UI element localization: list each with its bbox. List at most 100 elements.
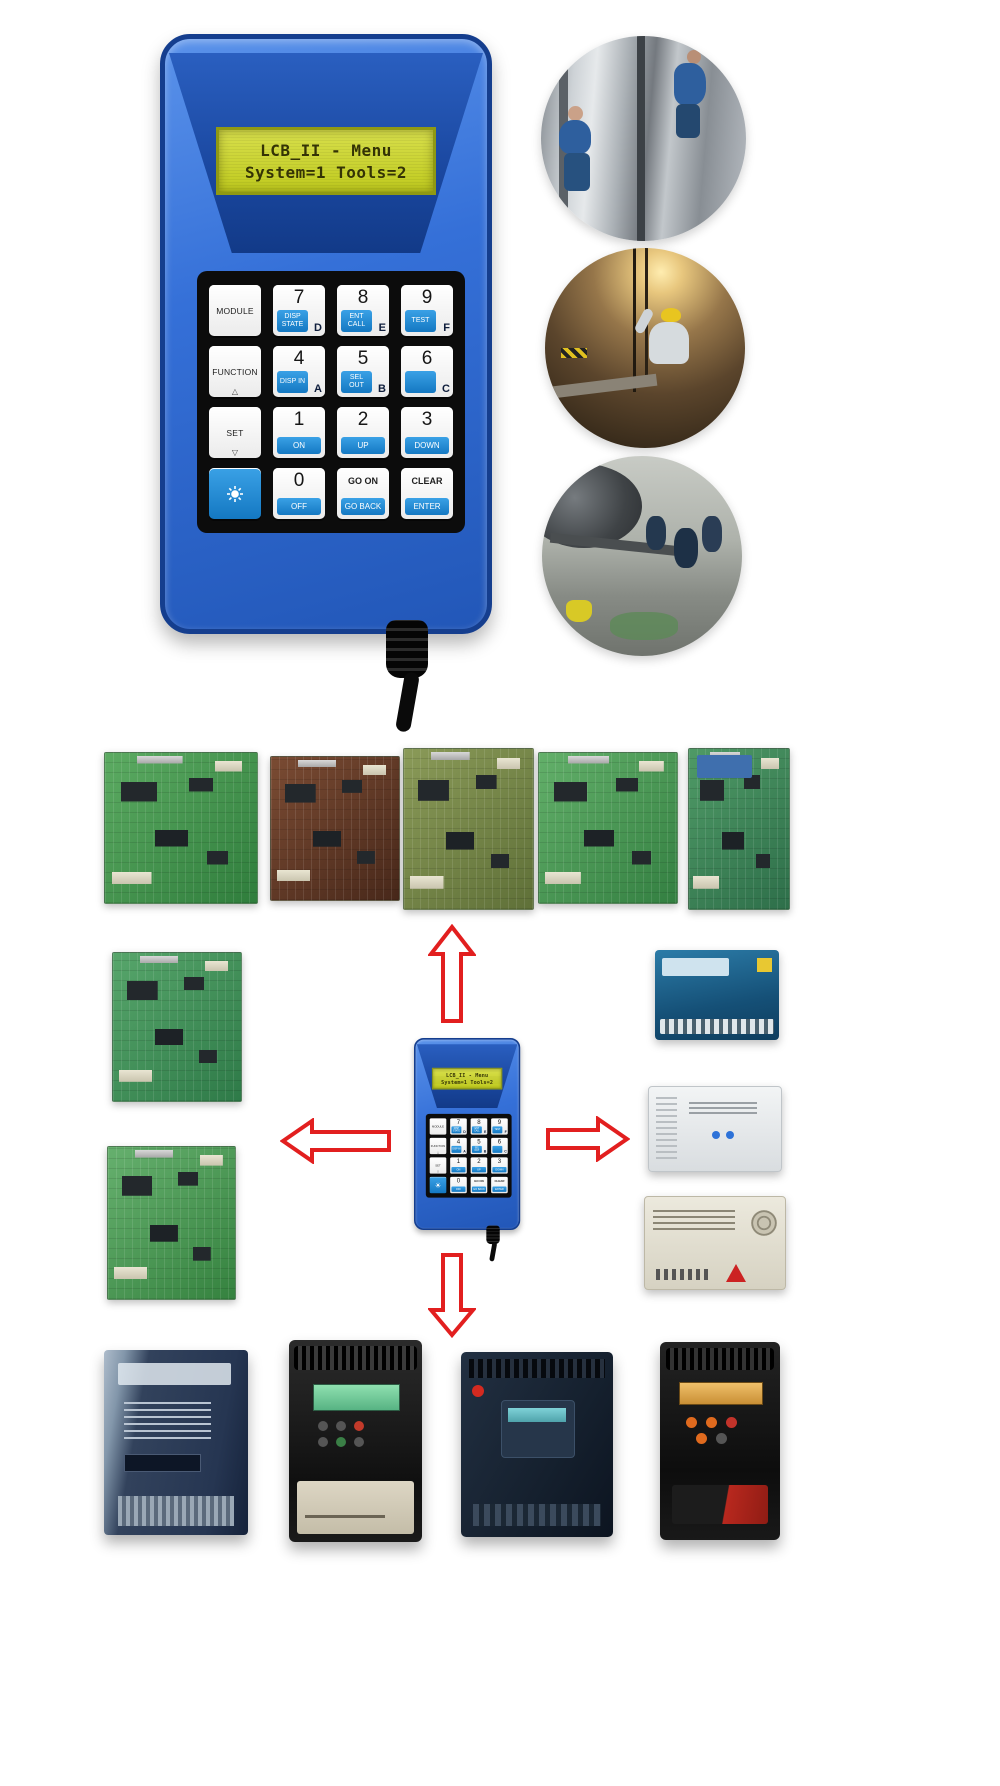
key-3-function-label: DOWN: [492, 1166, 507, 1173]
key-7-function-label: DISP STATE: [451, 1126, 462, 1134]
enter-label: ENTER: [405, 498, 449, 515]
key-3-function-label: DOWN: [405, 437, 449, 454]
pcb-board-3: [403, 748, 534, 910]
module-key-label: MODULE: [431, 1124, 445, 1129]
key-0[interactable]: 0 OFF: [450, 1176, 467, 1194]
worker-shirt: [649, 322, 689, 364]
drive-unit-2: [289, 1340, 422, 1542]
mini-test-tool-device: LCB_II - Menu System=1 Tools=2 MODULE 7 …: [414, 1038, 521, 1262]
worker-left-head: [567, 105, 583, 121]
module-key[interactable]: MODULE: [429, 1118, 447, 1135]
drive-3-red-dot: [471, 1385, 484, 1398]
key-7[interactable]: 7 DISP STATE D: [273, 285, 325, 336]
pcb-board-4: [538, 752, 678, 904]
function-key-arrow: △: [436, 1150, 440, 1154]
key-6[interactable]: 6 C: [401, 346, 453, 397]
key-5-hex-letter: B: [483, 1149, 487, 1154]
ivory-inverter-module: [644, 1196, 786, 1290]
drive-unit-3: [461, 1352, 613, 1537]
key-6-function-label: [405, 371, 436, 393]
drive-3-fins: [468, 1359, 606, 1378]
key-4-hex-letter: A: [314, 383, 322, 395]
key-2-digit: 2: [477, 1158, 481, 1165]
lcd-line2: System=1 Tools=2: [441, 1079, 494, 1086]
module-text-lines: [688, 1098, 758, 1114]
function-key-arrow: △: [231, 387, 239, 396]
main-device-position: LCB_II - Menu System=1 Tools=2 MODULE 7 …: [160, 34, 492, 733]
worker-right-legs: [676, 103, 701, 138]
function-key[interactable]: FUNCTION △: [429, 1137, 447, 1155]
module-key[interactable]: MODULE: [209, 285, 261, 336]
key-2[interactable]: 2 UP: [470, 1157, 488, 1174]
key-8[interactable]: 8 ENT CALL E: [337, 285, 389, 336]
key-9[interactable]: 9 TEST F: [401, 285, 453, 336]
key-4-digit: 4: [293, 348, 305, 369]
key-0-function-label: OFF: [451, 1186, 466, 1192]
arrow-up-icon: [428, 924, 476, 1023]
key-7[interactable]: 7 DISP STATE D: [450, 1118, 467, 1135]
key-2[interactable]: 2 UP: [337, 407, 389, 458]
worker-right-torso: [674, 62, 707, 105]
key-7-digit: 7: [293, 287, 305, 308]
key-9-digit: 9: [421, 287, 433, 308]
key-1[interactable]: 1 ON: [273, 407, 325, 458]
key-5[interactable]: 5 SEL OUT B: [337, 346, 389, 397]
drive-3-terminal-row: [473, 1503, 601, 1526]
keypad: MODULE 7 DISP STATE D 8 ENT CALL E 9 T: [197, 271, 465, 533]
key-8-function-label: ENT CALL: [341, 310, 372, 332]
shift-lamp-key[interactable]: [209, 468, 261, 519]
key-5[interactable]: 5 SEL OUT B: [470, 1137, 488, 1155]
module-key-label: MODULE: [216, 305, 254, 316]
fan-grille: [750, 1209, 777, 1236]
key-3[interactable]: 3 DOWN: [491, 1157, 508, 1174]
lcd-line1: LCB_II - Menu: [260, 140, 392, 160]
clear-key[interactable]: CLEAR ENTER: [401, 468, 453, 519]
diagram-pcb-left-2: [107, 1146, 236, 1300]
key-9[interactable]: 9 TEST F: [491, 1118, 508, 1135]
photo-technician-elevator-shaft: [545, 248, 745, 448]
key-2-digit: 2: [357, 409, 369, 430]
key-3-digit: 3: [497, 1158, 502, 1165]
key-0[interactable]: 0 OFF: [273, 468, 325, 519]
clear-label: CLEAR: [494, 1179, 505, 1183]
key-3[interactable]: 3 DOWN: [401, 407, 453, 458]
key-3-digit: 3: [421, 409, 433, 430]
set-key[interactable]: SET ▽: [429, 1157, 447, 1174]
cable-strain-relief: [386, 620, 428, 678]
set-key[interactable]: SET ▽: [209, 407, 261, 458]
set-key-label: SET: [226, 427, 244, 438]
go-on-key[interactable]: GO ON GO BACK: [470, 1176, 488, 1194]
key-1[interactable]: 1 ON: [450, 1157, 467, 1174]
drive-unit-4: [660, 1342, 780, 1540]
go-back-label: GO BACK: [471, 1186, 486, 1192]
key-6-hex-letter: C: [504, 1149, 507, 1154]
set-key-label: SET: [435, 1163, 441, 1168]
key-4-digit: 4: [456, 1138, 461, 1146]
key-7-digit: 7: [456, 1118, 461, 1126]
key-8-hex-letter: E: [378, 322, 386, 334]
key-0-digit: 0: [456, 1177, 461, 1185]
key-4[interactable]: 4 DISP IN A: [450, 1137, 467, 1155]
drive-2-brand-line: [304, 1514, 385, 1518]
function-key-label: FUNCTION: [430, 1144, 446, 1148]
key-9-hex-letter: F: [504, 1130, 507, 1134]
key-4[interactable]: 4 DISP IN A: [273, 346, 325, 397]
drive-4-fins: [666, 1347, 774, 1370]
key-7-hex-letter: D: [463, 1130, 466, 1134]
lamp-icon: [227, 485, 243, 502]
drive-2-lower-cover: [296, 1481, 414, 1534]
terminal-row: [659, 1019, 775, 1034]
white-power-module: [648, 1086, 782, 1172]
shift-lamp-key[interactable]: [429, 1176, 447, 1194]
key-1-digit: 1: [456, 1158, 461, 1165]
go-on-key[interactable]: GO ON GO BACK: [337, 468, 389, 519]
clear-key[interactable]: CLEAR ENTER: [491, 1176, 508, 1194]
worker-figure-3: [702, 516, 722, 552]
key-8[interactable]: 8 ENT CALL E: [470, 1118, 488, 1135]
function-key[interactable]: FUNCTION △: [209, 346, 261, 397]
worker-left-torso: [559, 120, 592, 155]
key-6[interactable]: 6 C: [491, 1137, 508, 1155]
blue-connector-block: [697, 755, 752, 778]
key-8-function-label: ENT CALL: [471, 1126, 482, 1134]
key-7-hex-letter: D: [314, 322, 322, 334]
